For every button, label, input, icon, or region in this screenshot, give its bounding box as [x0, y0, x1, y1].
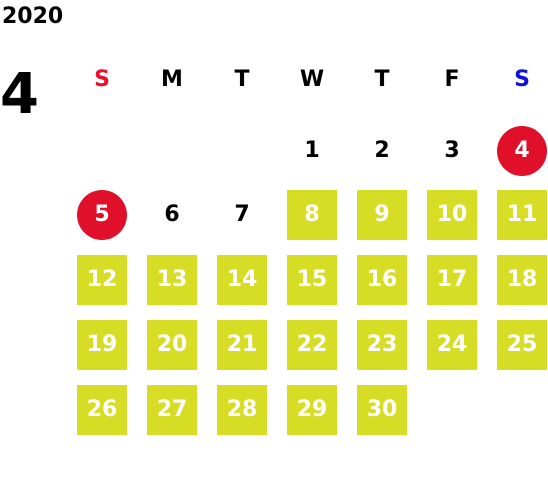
weekday-col-1: M	[161, 67, 183, 92]
day-2[interactable]: 2	[374, 138, 390, 163]
weekday-sat: S	[514, 67, 530, 92]
weekday-sun: S	[94, 67, 110, 92]
day-1[interactable]: 1	[304, 138, 320, 163]
year-label: 2020	[2, 4, 64, 29]
day-6[interactable]: 6	[164, 202, 180, 227]
day-9[interactable]: 9	[357, 190, 407, 240]
day-12[interactable]: 12	[77, 255, 127, 305]
day-28[interactable]: 28	[217, 385, 267, 435]
day-23[interactable]: 23	[357, 320, 407, 370]
day-14[interactable]: 14	[217, 255, 267, 305]
weekday-col-5: F	[444, 67, 460, 92]
day-26[interactable]: 26	[77, 385, 127, 435]
day-30[interactable]: 30	[357, 385, 407, 435]
day-8[interactable]: 8	[287, 190, 337, 240]
day-21[interactable]: 21	[217, 320, 267, 370]
day-22[interactable]: 22	[287, 320, 337, 370]
weekday-col-2: T	[234, 67, 250, 92]
weekday-col-4: T	[374, 67, 390, 92]
day-24[interactable]: 24	[427, 320, 477, 370]
day-19[interactable]: 19	[77, 320, 127, 370]
day-20[interactable]: 20	[147, 320, 197, 370]
day-11[interactable]: 11	[497, 190, 547, 240]
weekday-col-3: W	[299, 67, 325, 92]
day-10[interactable]: 10	[427, 190, 477, 240]
day-3[interactable]: 3	[444, 138, 460, 163]
day-15[interactable]: 15	[287, 255, 337, 305]
day-29[interactable]: 29	[287, 385, 337, 435]
day-5[interactable]: 5	[77, 190, 127, 240]
day-16[interactable]: 16	[357, 255, 407, 305]
day-18[interactable]: 18	[497, 255, 547, 305]
day-7[interactable]: 7	[234, 202, 250, 227]
day-4[interactable]: 4	[497, 126, 547, 176]
day-27[interactable]: 27	[147, 385, 197, 435]
day-25[interactable]: 25	[497, 320, 547, 370]
day-13[interactable]: 13	[147, 255, 197, 305]
month-number: 4	[0, 62, 39, 127]
day-17[interactable]: 17	[427, 255, 477, 305]
